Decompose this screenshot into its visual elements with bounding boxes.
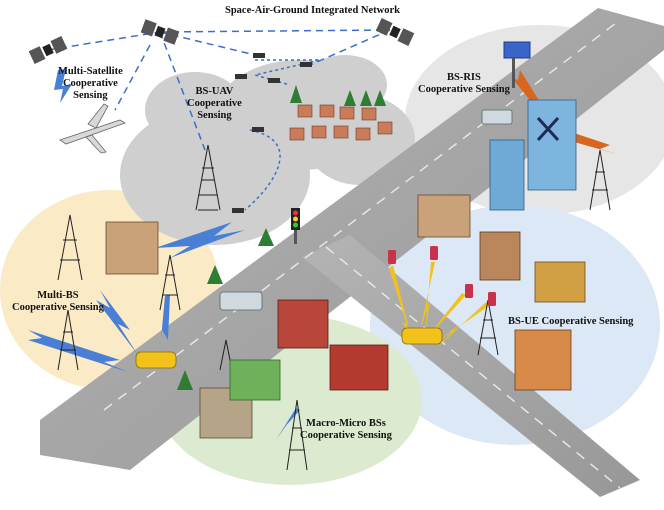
traffic-light-icon [291,208,300,244]
bs-ue-region [370,205,660,445]
macro-micro-label: Macro-Micro BSs Cooperative Sensing [300,418,392,442]
lightning-links [28,69,245,372]
vehicle-icons [135,109,513,369]
bs-ris-line-2: Cooperative Sensing [418,84,510,95]
bs-uav-label: BS-UAV Cooperative Sensing [187,86,242,122]
bs-uav-line-2: Cooperative [187,98,242,109]
drone-icons [232,53,312,213]
bs-ris-label: BS-RIS Cooperative Sensing [418,72,510,96]
multi-bs-line-2: Cooperative Sensing [12,302,104,313]
aircraft-icon [59,103,126,154]
tower-icons [57,144,611,471]
multi-satellite-line-2: Cooperative [62,78,118,89]
bs-uav-line-3: Sensing [197,110,232,121]
macro-micro-line-2: Cooperative Sensing [300,430,392,441]
diagram-title: Space-Air-Ground Integrated Network [225,5,400,16]
bs-ue-label: BS-UE Cooperative Sensing [508,316,633,328]
ris-panel-icon [503,41,560,142]
multi-bs-label: Multi-BS Cooperative Sensing [12,290,104,314]
multi-satellite-line-3: Sensing [73,90,108,101]
building-icons [105,99,586,439]
macro-micro-line-1: Macro-Micro BSs [306,418,386,429]
bs-ris-line-1: BS-RIS [447,72,481,83]
multi-satellite-line-1: Multi-Satellite [58,66,123,77]
multi-satellite-label: Multi-Satellite Cooperative Sensing [58,66,123,102]
satellite-icons [28,18,415,64]
multi-bs-line-1: Multi-BS [37,290,79,301]
phone-icons [388,246,496,306]
bs-uav-line-1: BS-UAV [195,86,234,97]
village-icons [177,85,393,390]
bs-ue-line-1: BS-UE Cooperative Sensing [508,316,634,327]
